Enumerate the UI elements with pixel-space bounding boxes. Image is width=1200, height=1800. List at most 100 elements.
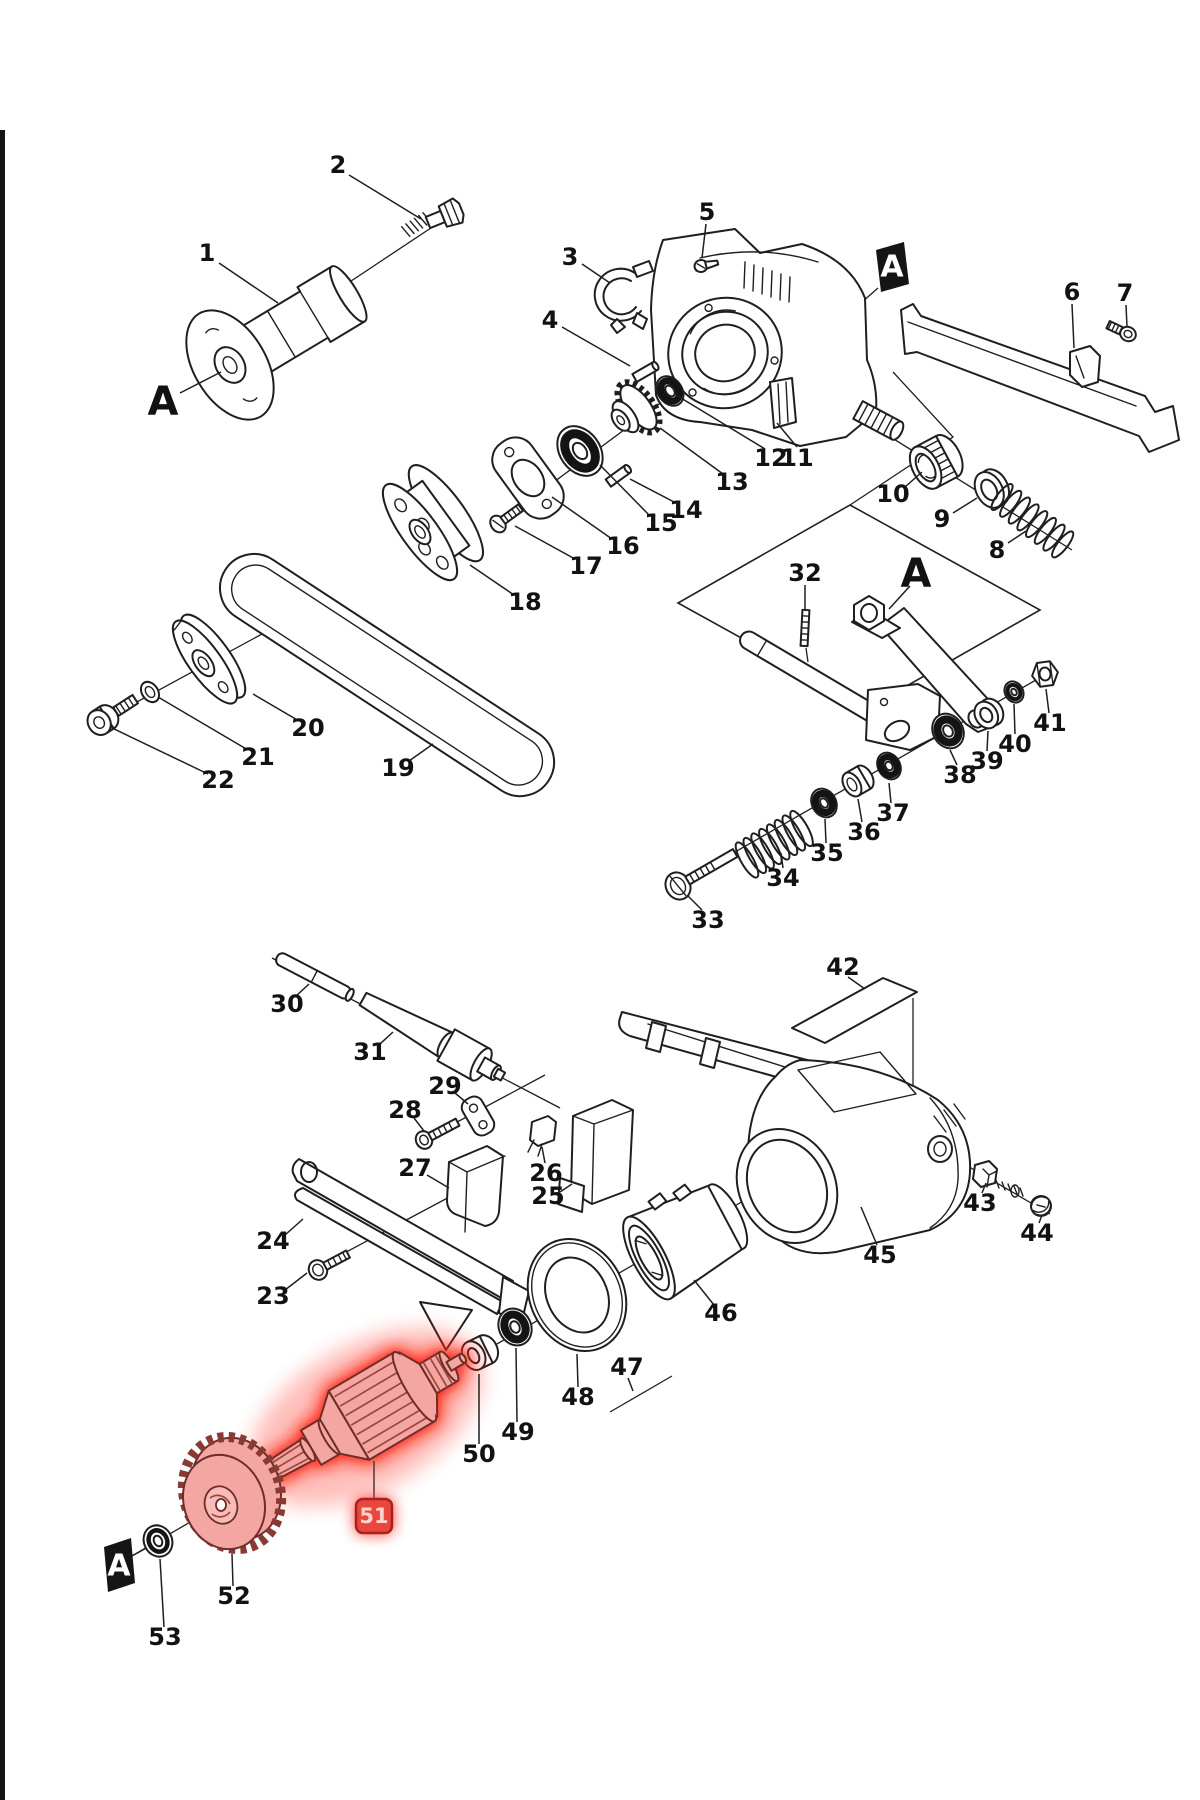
part-leader-36 [857, 798, 863, 823]
part-label-1: 1 [199, 239, 216, 267]
part-46-field-stator-drawing [622, 1183, 749, 1301]
part-label-47: 47 [610, 1353, 643, 1381]
part-29-retainer-plate-drawing [460, 1095, 496, 1137]
part-31-spindle-roller-drawing [358, 991, 507, 1082]
part-27-capacitor-drawing [446, 1145, 506, 1233]
part-label-35: 35 [810, 839, 843, 867]
part-leader-21 [157, 696, 249, 751]
part-19-drive-belt-drawing [219, 553, 556, 798]
part-label-2: 2 [330, 151, 347, 179]
part-label-18: 18 [508, 588, 541, 616]
part-leader-52 [231, 1553, 234, 1587]
part-44-brush-cap-drawing [1030, 1195, 1052, 1217]
part-leader-35 [824, 818, 827, 844]
part-36-spacer-drawing [841, 764, 875, 798]
part-leader-5 [701, 223, 707, 259]
part-label-44: 44 [1020, 1219, 1053, 1247]
part-label-38: 38 [943, 761, 976, 789]
part-label-36: 36 [847, 818, 880, 846]
detail-a-box-top [876, 242, 909, 292]
view-marker-a-1: A [880, 250, 904, 285]
part-leader-41 [1045, 688, 1050, 714]
part-label-42: 42 [826, 953, 859, 981]
part-label-25: 25 [531, 1182, 564, 1210]
part-leader-11 [776, 422, 798, 448]
part-51-armature-rotor-drawing [249, 1327, 483, 1507]
part-49-ball-bearing-drawing [497, 1307, 533, 1347]
part-1-front-roller-drawing [185, 265, 368, 421]
part-label-11: 11 [780, 444, 813, 472]
part-label-19: 19 [381, 754, 414, 782]
view-marker-a-2: A [901, 551, 932, 597]
part-14-dowel-pin-drawing [604, 464, 633, 488]
part-43-screw-drawing [972, 1160, 1024, 1198]
part-label-41: 41 [1033, 709, 1066, 737]
part-leader-40 [1013, 703, 1016, 735]
part-leader-43 [981, 1182, 987, 1194]
part-6-belt-cover-plate-drawing [900, 303, 1180, 453]
part-22-socket-bolt-drawing [86, 693, 139, 736]
part-leader-1 [218, 262, 279, 304]
part-label-32: 32 [788, 559, 821, 587]
part-25-switch-drawing [557, 1099, 634, 1213]
part-leader-26 [541, 1146, 546, 1164]
part-label-29: 29 [428, 1072, 461, 1100]
part-leader-47 [627, 1377, 634, 1392]
part-11-gear-housing-drawing [650, 228, 905, 447]
part-label-3: 3 [562, 243, 579, 271]
part-leader-45 [860, 1206, 878, 1246]
part-leader-42 [847, 976, 866, 990]
part-35-ball-bearing-drawing [810, 787, 838, 819]
part-label-24: 24 [256, 1227, 289, 1255]
part-label-4: 4 [542, 306, 559, 334]
part-leader-8 [1007, 530, 1027, 544]
part-31A-tension-rod-drawing [739, 630, 941, 751]
part-leader-14 [629, 478, 677, 504]
part-leader-31 [379, 1031, 394, 1045]
part-label-16: 16 [606, 532, 639, 560]
part-label-31: 31 [353, 1038, 386, 1066]
part-leader-44 [1038, 1214, 1043, 1224]
part-17-screw-drawing [489, 503, 525, 534]
part-label-40: 40 [998, 730, 1031, 758]
part-leader-37 [888, 782, 892, 804]
part-leader-15 [599, 464, 651, 517]
part-20-pulley-flange-drawing [171, 613, 247, 705]
detail-a-box-bottom [104, 1538, 135, 1592]
part-30-pin-shaft-drawing [275, 952, 355, 1002]
view-marker-a-3: A [107, 1549, 131, 1584]
part-leader-17 [514, 525, 576, 560]
part-leader-34 [780, 852, 784, 869]
part-45-motor-housing-drawing [618, 1011, 972, 1255]
part-15-ball-bearing-drawing [556, 425, 604, 477]
part-label-5: 5 [699, 198, 716, 226]
part-label-27: 27 [398, 1154, 431, 1182]
part-label-17: 17 [569, 552, 602, 580]
part-leader-23 [284, 1272, 308, 1291]
part-2-hex-bolt-drawing [400, 197, 465, 238]
part-41-hex-nut-drawing [1031, 660, 1059, 688]
part-leader-20 [252, 693, 300, 722]
marker-leader-a1 [179, 371, 222, 394]
view-marker-a-0: A [148, 379, 179, 425]
part-leader-2 [348, 174, 422, 220]
part-leader-33 [687, 895, 703, 911]
part-18-drive-pulley-drawing [381, 464, 484, 582]
part-label-22: 22 [201, 766, 234, 794]
part-39-washer-drawing [973, 697, 1005, 730]
part-leader-4 [561, 326, 631, 367]
part-label-21: 21 [241, 743, 274, 771]
part-3-retaining-clip-drawing [593, 260, 654, 334]
part-32-pin-drawing [799, 608, 811, 648]
part-label-12: 12 [754, 444, 787, 472]
highlighted-part-label-box [354, 1497, 394, 1535]
part-leader-53 [159, 1558, 165, 1628]
part-leader-38 [949, 749, 958, 766]
part-label-20: 20 [291, 714, 324, 742]
part-label-8: 8 [989, 536, 1006, 564]
part-label-52: 52 [217, 1582, 250, 1610]
part-leader-46 [693, 1279, 715, 1306]
part-21-washer-drawing [139, 680, 161, 704]
